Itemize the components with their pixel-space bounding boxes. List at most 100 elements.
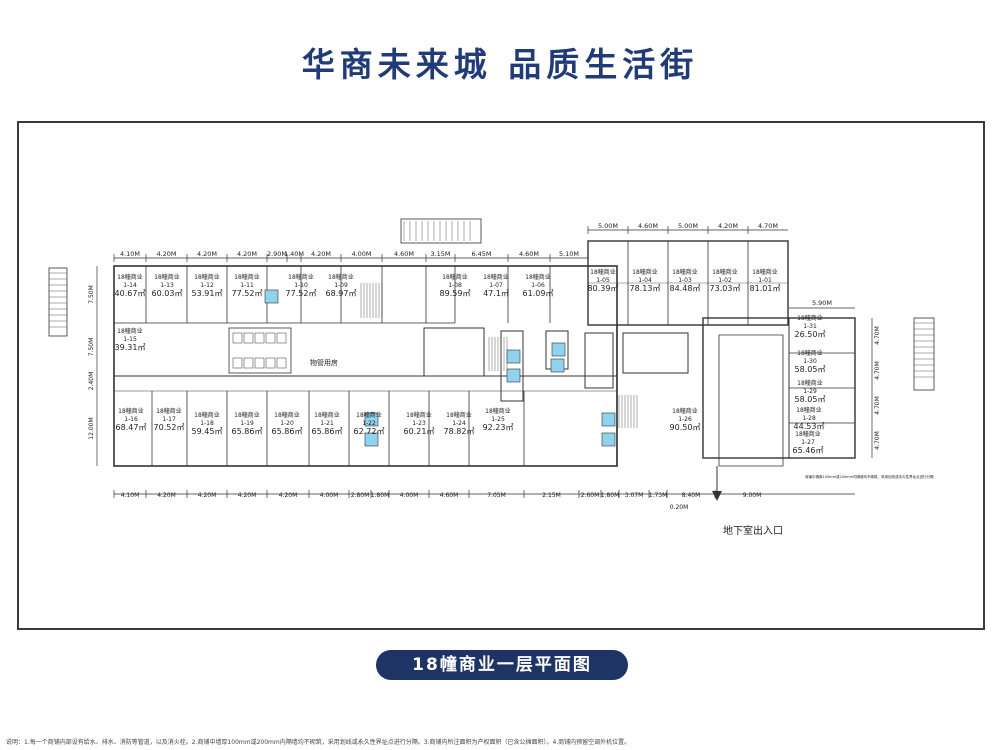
dimension-label: 4.20M	[157, 492, 176, 499]
unit-name: 18幢商业	[442, 273, 468, 281]
stair-core	[423, 327, 485, 377]
dimension-label: 4.20M	[718, 222, 738, 230]
unit-area: 70.52㎡	[154, 423, 185, 432]
elevator-car	[364, 432, 379, 447]
unit-code: 1-07	[489, 282, 503, 289]
dimension-label: 1.80M	[601, 492, 620, 499]
unit-code: 1-27	[801, 439, 815, 446]
elevator-car	[551, 342, 566, 357]
elevator-car	[550, 358, 565, 373]
unit-code: 1-28	[802, 415, 816, 422]
unit-area: 40.67㎡	[115, 289, 146, 298]
unit-name: 18幢商业	[194, 273, 220, 281]
dimension-label: 5.00M	[598, 222, 618, 230]
unit-code: 1-25	[491, 416, 505, 423]
dimension-label: 4.60M	[638, 222, 658, 230]
unit-area: 60.21㎡	[404, 427, 435, 436]
unit-area: 77.52㎡	[232, 289, 263, 298]
page-headline: 华商未来城 品质生活街	[301, 45, 699, 84]
dimension-label: 4.00M	[351, 250, 371, 258]
unit-area: 81.01㎡	[750, 284, 781, 293]
unit-code: 1-01	[758, 277, 772, 284]
unit-code: 1-24	[452, 420, 466, 427]
unit-area: 65.46㎡	[793, 446, 824, 455]
unit-area: 26.50㎡	[795, 330, 826, 339]
unit-code: 1-23	[412, 420, 426, 427]
ramp-arrow-head	[712, 491, 722, 501]
dimension-label: 3.07M	[625, 492, 644, 499]
dimension-label: 4.20M	[237, 250, 257, 258]
dimension-label: 4.10M	[121, 492, 140, 499]
dimension-label: 2.15M	[542, 492, 561, 499]
dimension-label: 1.73M	[649, 492, 668, 499]
dimension-label: 8.40M	[682, 492, 701, 499]
dimension-label: 7.50M	[88, 285, 95, 304]
unit-name: 18幢商业	[446, 411, 472, 419]
unit-area: 58.05㎡	[795, 365, 826, 374]
unit-code: 1-30	[803, 358, 817, 365]
elevator-car	[364, 412, 379, 427]
unit-code: 1-04	[638, 277, 652, 284]
exterior-stair	[48, 267, 68, 337]
unit-code: 1-26	[678, 416, 692, 423]
unit-area: 78.82㎡	[444, 427, 475, 436]
stair-core	[584, 332, 614, 389]
toilet-stall	[276, 332, 287, 344]
unit-name: 18幢商业	[117, 273, 143, 281]
unit-area: 58.05㎡	[795, 395, 826, 404]
toilet-stall	[276, 357, 287, 369]
unit-code: 1-29	[803, 388, 817, 395]
unit-area: 65.86㎡	[232, 427, 263, 436]
unit-area: 65.86㎡	[272, 427, 303, 436]
unit-code: 1-22	[362, 420, 376, 427]
unit-code: 1-12	[200, 282, 214, 289]
washroom	[228, 327, 292, 374]
toilet-stall	[254, 332, 265, 344]
dimension-label: 4.20M	[156, 250, 176, 258]
unit-area: 62.72㎡	[354, 427, 385, 436]
unit-name: 18幢商业	[796, 406, 822, 414]
dimension-label: 4.70M	[874, 361, 881, 380]
dimension-label: 4.70M	[758, 222, 778, 230]
unit-name: 18幢商业	[712, 268, 738, 276]
unit-code: 1-09	[334, 282, 348, 289]
unit-code: 1-05	[596, 277, 610, 284]
unit-code: 1-15	[123, 336, 137, 343]
unit-area: 47.1㎡	[483, 289, 509, 298]
unit-name: 18幢商业	[314, 411, 340, 419]
dimension-label: 2.40M	[88, 372, 95, 391]
unit-name: 18幢商业	[632, 268, 658, 276]
toilet-stall	[232, 357, 243, 369]
unit-area: 90.50㎡	[670, 423, 701, 432]
unit-name: 18幢商业	[483, 273, 509, 281]
unit-name: 18幢商业	[672, 268, 698, 276]
unit-name: 18幢商业	[356, 411, 382, 419]
unit-code: 1-06	[531, 282, 545, 289]
toilet-stall	[232, 332, 243, 344]
toilet-stall	[243, 332, 254, 344]
unit-name: 18幢商业	[406, 411, 432, 419]
unit-code: 1-17	[162, 416, 176, 423]
unit-area: 73.03㎡	[710, 284, 741, 293]
unit-code: 1-19	[240, 420, 254, 427]
dimension-label: 4.60M	[519, 250, 539, 258]
unit-name: 18幢商业	[672, 407, 698, 415]
